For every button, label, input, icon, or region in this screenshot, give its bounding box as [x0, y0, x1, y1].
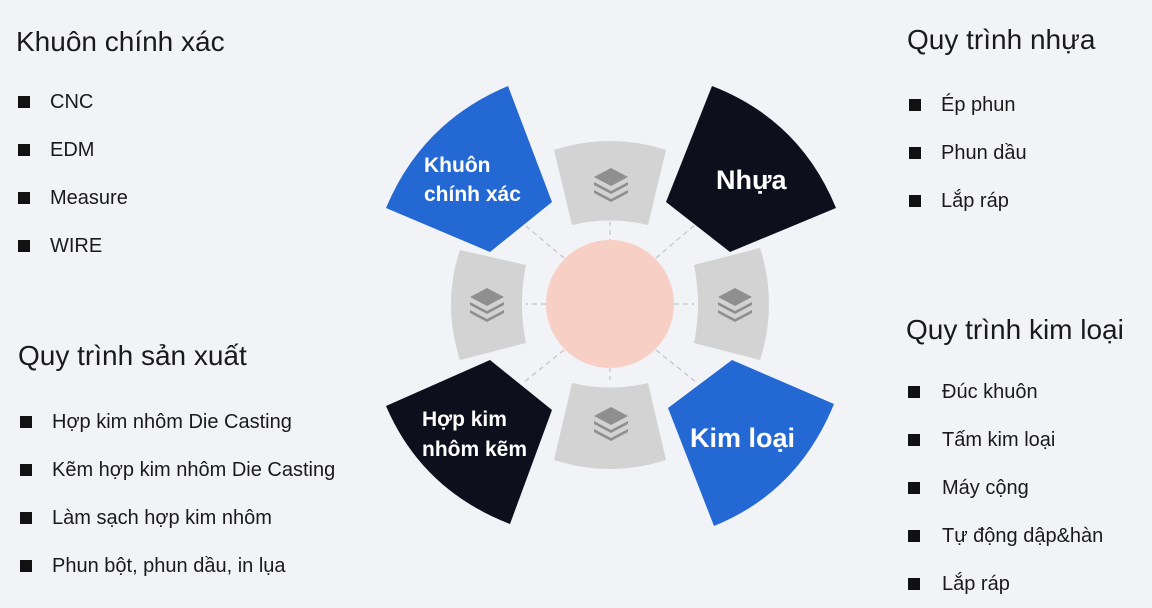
list-item: Lắp ráp [906, 560, 1124, 608]
square-bullet-icon [908, 386, 920, 398]
petal-label-line: Nhựa [716, 165, 788, 195]
square-bullet-icon [20, 560, 32, 572]
metal-process-section: Quy trình kim loại Đúc khuôn Tấm kim loạ… [906, 314, 1124, 608]
square-bullet-icon [18, 96, 30, 108]
list-item: Measure [16, 174, 225, 222]
petal-label-line: nhôm kẽm [422, 438, 527, 461]
square-bullet-icon [909, 147, 921, 159]
bullet-list: CNC EDM Measure WIRE [16, 78, 225, 270]
list-item: Kẽm hợp kim nhôm Die Casting [18, 446, 335, 494]
petal-zinc-aluminum-alloy [386, 360, 552, 524]
center-circle [546, 240, 674, 368]
section-title: Khuôn chính xác [16, 26, 225, 57]
bullet-list: Hợp kim nhôm Die Casting Kẽm hợp kim nhô… [18, 398, 335, 590]
section-title: Quy trình sản xuất [18, 340, 247, 371]
list-item: Tự động dập&hàn [906, 512, 1124, 560]
square-bullet-icon [20, 512, 32, 524]
petal-precision-mold [386, 86, 552, 252]
section-title: Quy trình nhựa [907, 24, 1096, 55]
list-item: CNC [16, 78, 225, 126]
petal-label-line: Khuôn [424, 154, 490, 177]
list-item: WIRE [16, 222, 225, 270]
petal-label-line: Hợp kim [422, 408, 507, 431]
connector-line [525, 225, 565, 259]
bullet-list: Ép phun Phun dầu Lắp ráp [907, 81, 1095, 225]
precision-mold-section: Khuôn chính xác CNC EDM Measure WIRE [16, 26, 225, 270]
square-bullet-icon [908, 578, 920, 590]
petal-metal [668, 360, 834, 526]
list-item: EDM [16, 126, 225, 174]
list-item: Hợp kim nhôm Die Casting [18, 398, 335, 446]
list-item: Phun dầu [907, 129, 1095, 177]
connector-line [655, 223, 697, 259]
production-process-section: Quy trình sản xuất Hợp kim nhôm Die Cast… [18, 340, 335, 590]
radial-process-diagram: Khuôn chính xác Nhựa Hợp kim nhôm kẽm Ki… [386, 86, 836, 526]
petal-plastic [666, 86, 836, 252]
plastic-process-section: Quy trình nhựa Ép phun Phun dầu Lắp ráp [907, 24, 1095, 225]
square-bullet-icon [18, 192, 30, 204]
square-bullet-icon [908, 434, 920, 446]
list-item: Lắp ráp [907, 177, 1095, 225]
square-bullet-icon [18, 144, 30, 156]
list-item: Máy cộng [906, 464, 1124, 512]
bottom-gray-segment [554, 383, 666, 469]
section-title: Quy trình kim loại [906, 314, 1124, 345]
connector-line [523, 349, 565, 383]
square-bullet-icon [20, 464, 32, 476]
square-bullet-icon [18, 240, 30, 252]
list-item: Tấm kim loại [906, 416, 1124, 464]
list-item: Làm sạch hợp kim nhôm [18, 494, 335, 542]
bullet-list: Đúc khuôn Tấm kim loại Máy cộng Tự động … [906, 368, 1124, 608]
square-bullet-icon [20, 416, 32, 428]
square-bullet-icon [908, 530, 920, 542]
square-bullet-icon [909, 99, 921, 111]
list-item: Ép phun [907, 81, 1095, 129]
petal-label-line: chính xác [424, 183, 521, 206]
petal-label-line: Kim loại [690, 423, 795, 453]
square-bullet-icon [909, 195, 921, 207]
list-item: Phun bột, phun dầu, in lụa [18, 542, 335, 590]
connector-line [655, 349, 697, 383]
square-bullet-icon [908, 482, 920, 494]
list-item: Đúc khuôn [906, 368, 1124, 416]
